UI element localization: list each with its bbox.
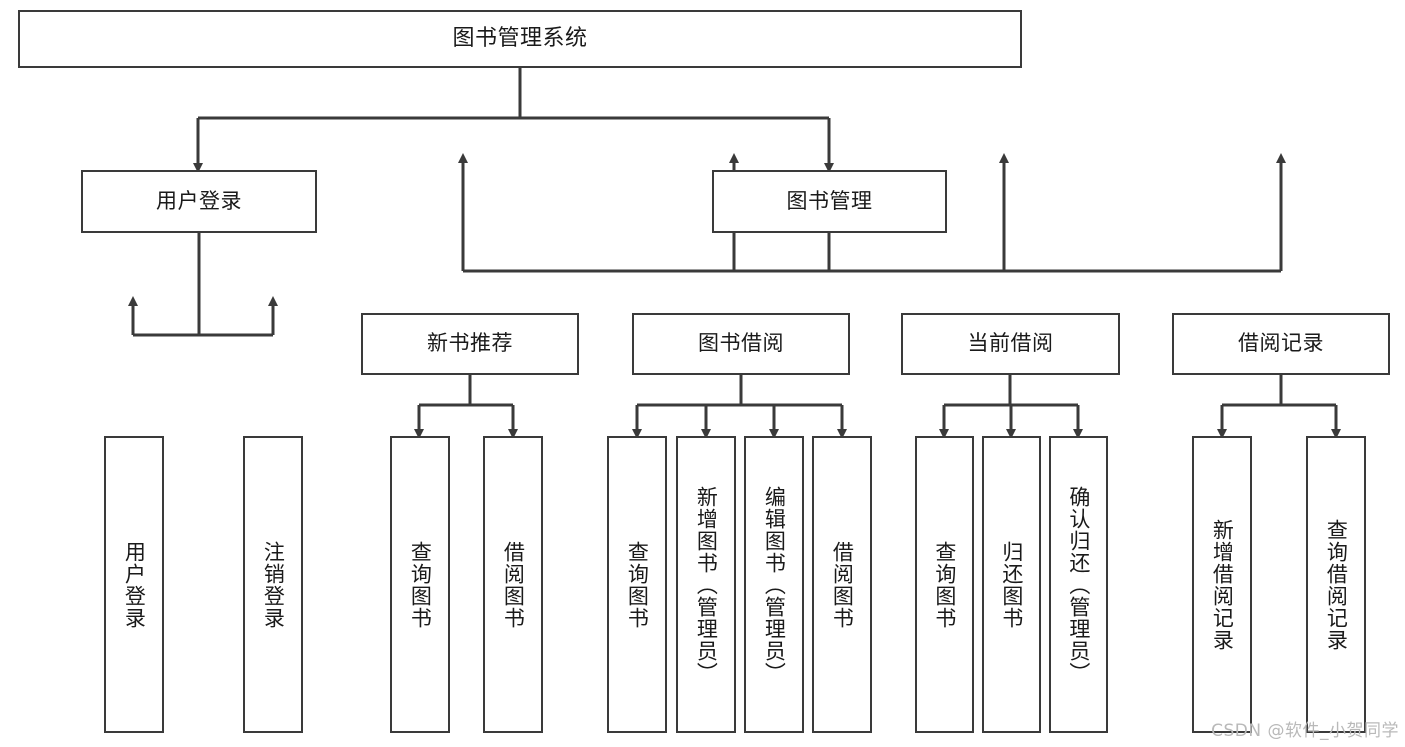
- node-label-l-addrec: 新增借阅记录: [1210, 518, 1235, 651]
- node-label-l-query1: 查询图书: [408, 540, 433, 629]
- node-l-borrow2[interactable]: 借阅图书: [812, 436, 872, 733]
- node-current[interactable]: 当前借阅: [901, 313, 1120, 375]
- node-l-addrec[interactable]: 新增借阅记录: [1192, 436, 1252, 733]
- node-root[interactable]: 图书管理系统: [18, 10, 1022, 68]
- node-l-edit[interactable]: 编辑图书（管理员）: [744, 436, 804, 733]
- node-l-return[interactable]: 归还图书: [982, 436, 1041, 733]
- node-label-l-logout: 注销登录: [261, 540, 286, 629]
- node-l-query3[interactable]: 查询图书: [915, 436, 974, 733]
- node-label-l-query3: 查询图书: [932, 540, 957, 629]
- node-l-login[interactable]: 用户登录: [104, 436, 164, 733]
- node-label-l-edit: 编辑图书（管理员）: [762, 485, 787, 684]
- node-label-login: 用户登录: [156, 188, 242, 213]
- node-l-query2[interactable]: 查询图书: [607, 436, 667, 733]
- node-label-bookmgmt: 图书管理: [786, 188, 873, 213]
- node-bookmgmt[interactable]: 图书管理: [712, 170, 947, 233]
- node-label-l-queryrec: 查询借阅记录: [1324, 518, 1349, 651]
- node-label-l-borrow1: 借阅图书: [501, 540, 526, 629]
- node-label-l-login: 用户登录: [122, 540, 147, 629]
- node-label-newbooks: 新书推荐: [427, 331, 513, 356]
- node-l-query1[interactable]: 查询图书: [390, 436, 450, 733]
- node-l-logout[interactable]: 注销登录: [243, 436, 303, 733]
- node-label-records: 借阅记录: [1238, 331, 1324, 356]
- node-label-borrow: 图书借阅: [698, 331, 784, 356]
- node-label-l-query2: 查询图书: [625, 540, 650, 629]
- node-login[interactable]: 用户登录: [81, 170, 317, 233]
- node-label-l-add: 新增图书（管理员）: [694, 485, 719, 684]
- node-l-confirm[interactable]: 确认归还（管理员）: [1049, 436, 1108, 733]
- node-records[interactable]: 借阅记录: [1172, 313, 1390, 375]
- node-l-add[interactable]: 新增图书（管理员）: [676, 436, 736, 733]
- node-l-queryrec[interactable]: 查询借阅记录: [1306, 436, 1366, 733]
- node-borrow[interactable]: 图书借阅: [632, 313, 850, 375]
- node-label-root: 图书管理系统: [452, 25, 588, 51]
- node-label-l-return: 归还图书: [999, 540, 1024, 629]
- node-label-current: 当前借阅: [967, 331, 1054, 356]
- node-newbooks[interactable]: 新书推荐: [361, 313, 579, 375]
- node-label-l-confirm: 确认归还（管理员）: [1066, 485, 1091, 684]
- node-l-borrow1[interactable]: 借阅图书: [483, 436, 543, 733]
- watermark: CSDN @软件_小贺同学: [1211, 721, 1399, 741]
- node-label-l-borrow2: 借阅图书: [830, 540, 855, 629]
